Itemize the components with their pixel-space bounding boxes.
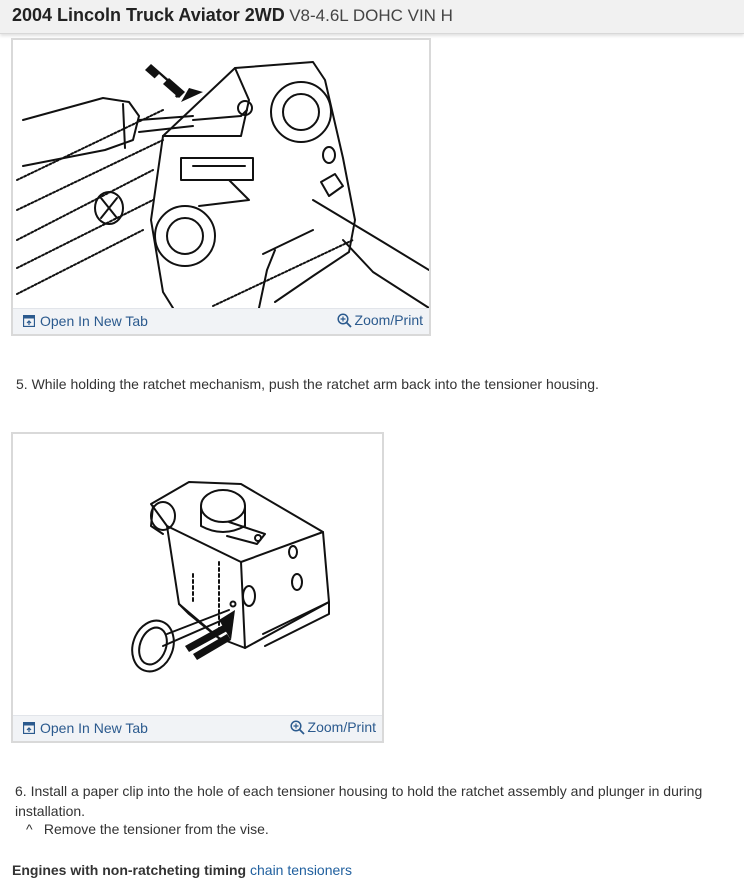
vehicle-title: 2004 Lincoln Truck Aviator 2WD: [12, 5, 285, 25]
section-heading: Engines with non-ratcheting timing chain…: [12, 862, 352, 878]
diagram-tensioner-clip[interactable]: [13, 434, 382, 715]
section-heading-text: Engines with non-ratcheting timing: [12, 862, 247, 878]
open-in-new-tab-label: Open In New Tab: [40, 720, 148, 736]
step-6-note: ^ Remove the tensioner from the vise.: [26, 821, 269, 837]
zoom-print-label: Zoom/Print: [307, 719, 376, 735]
page-header: 2004 Lincoln Truck Aviator 2WD V8-4.6L D…: [0, 0, 744, 34]
chain-tensioners-link[interactable]: chain tensioners: [250, 862, 352, 878]
caret-bullet-icon: ^: [26, 821, 33, 837]
figure-paper-clip: Open In New Tab Zoom/Print: [11, 432, 384, 743]
open-new-tab-icon: [23, 722, 35, 734]
engine-subtitle: V8-4.6L DOHC VIN H: [289, 6, 453, 25]
figure-toolbar: Open In New Tab Zoom/Print: [13, 715, 382, 741]
zoom-print-label: Zoom/Print: [354, 312, 423, 328]
open-in-new-tab-link[interactable]: Open In New Tab: [23, 720, 148, 736]
open-in-new-tab-link[interactable]: Open In New Tab: [23, 313, 148, 329]
instruction-step-6: 6. Install a paper clip into the hole of…: [15, 783, 703, 819]
instruction-step-5: 5. While holding the ratchet mechanism, …: [16, 376, 599, 392]
open-new-tab-icon: [23, 315, 35, 327]
zoom-print-link[interactable]: Zoom/Print: [336, 312, 423, 328]
open-in-new-tab-label: Open In New Tab: [40, 313, 148, 329]
figure-ratchet-tool: Open In New Tab Zoom/Print: [11, 38, 431, 336]
diagram-tensioner-pick[interactable]: [13, 40, 429, 308]
zoom-icon: [336, 312, 352, 328]
figure-toolbar: Open In New Tab Zoom/Print: [13, 308, 429, 334]
zoom-print-link[interactable]: Zoom/Print: [289, 719, 376, 735]
zoom-icon: [289, 719, 305, 735]
step-6-note-text: Remove the tensioner from the vise.: [43, 821, 269, 837]
